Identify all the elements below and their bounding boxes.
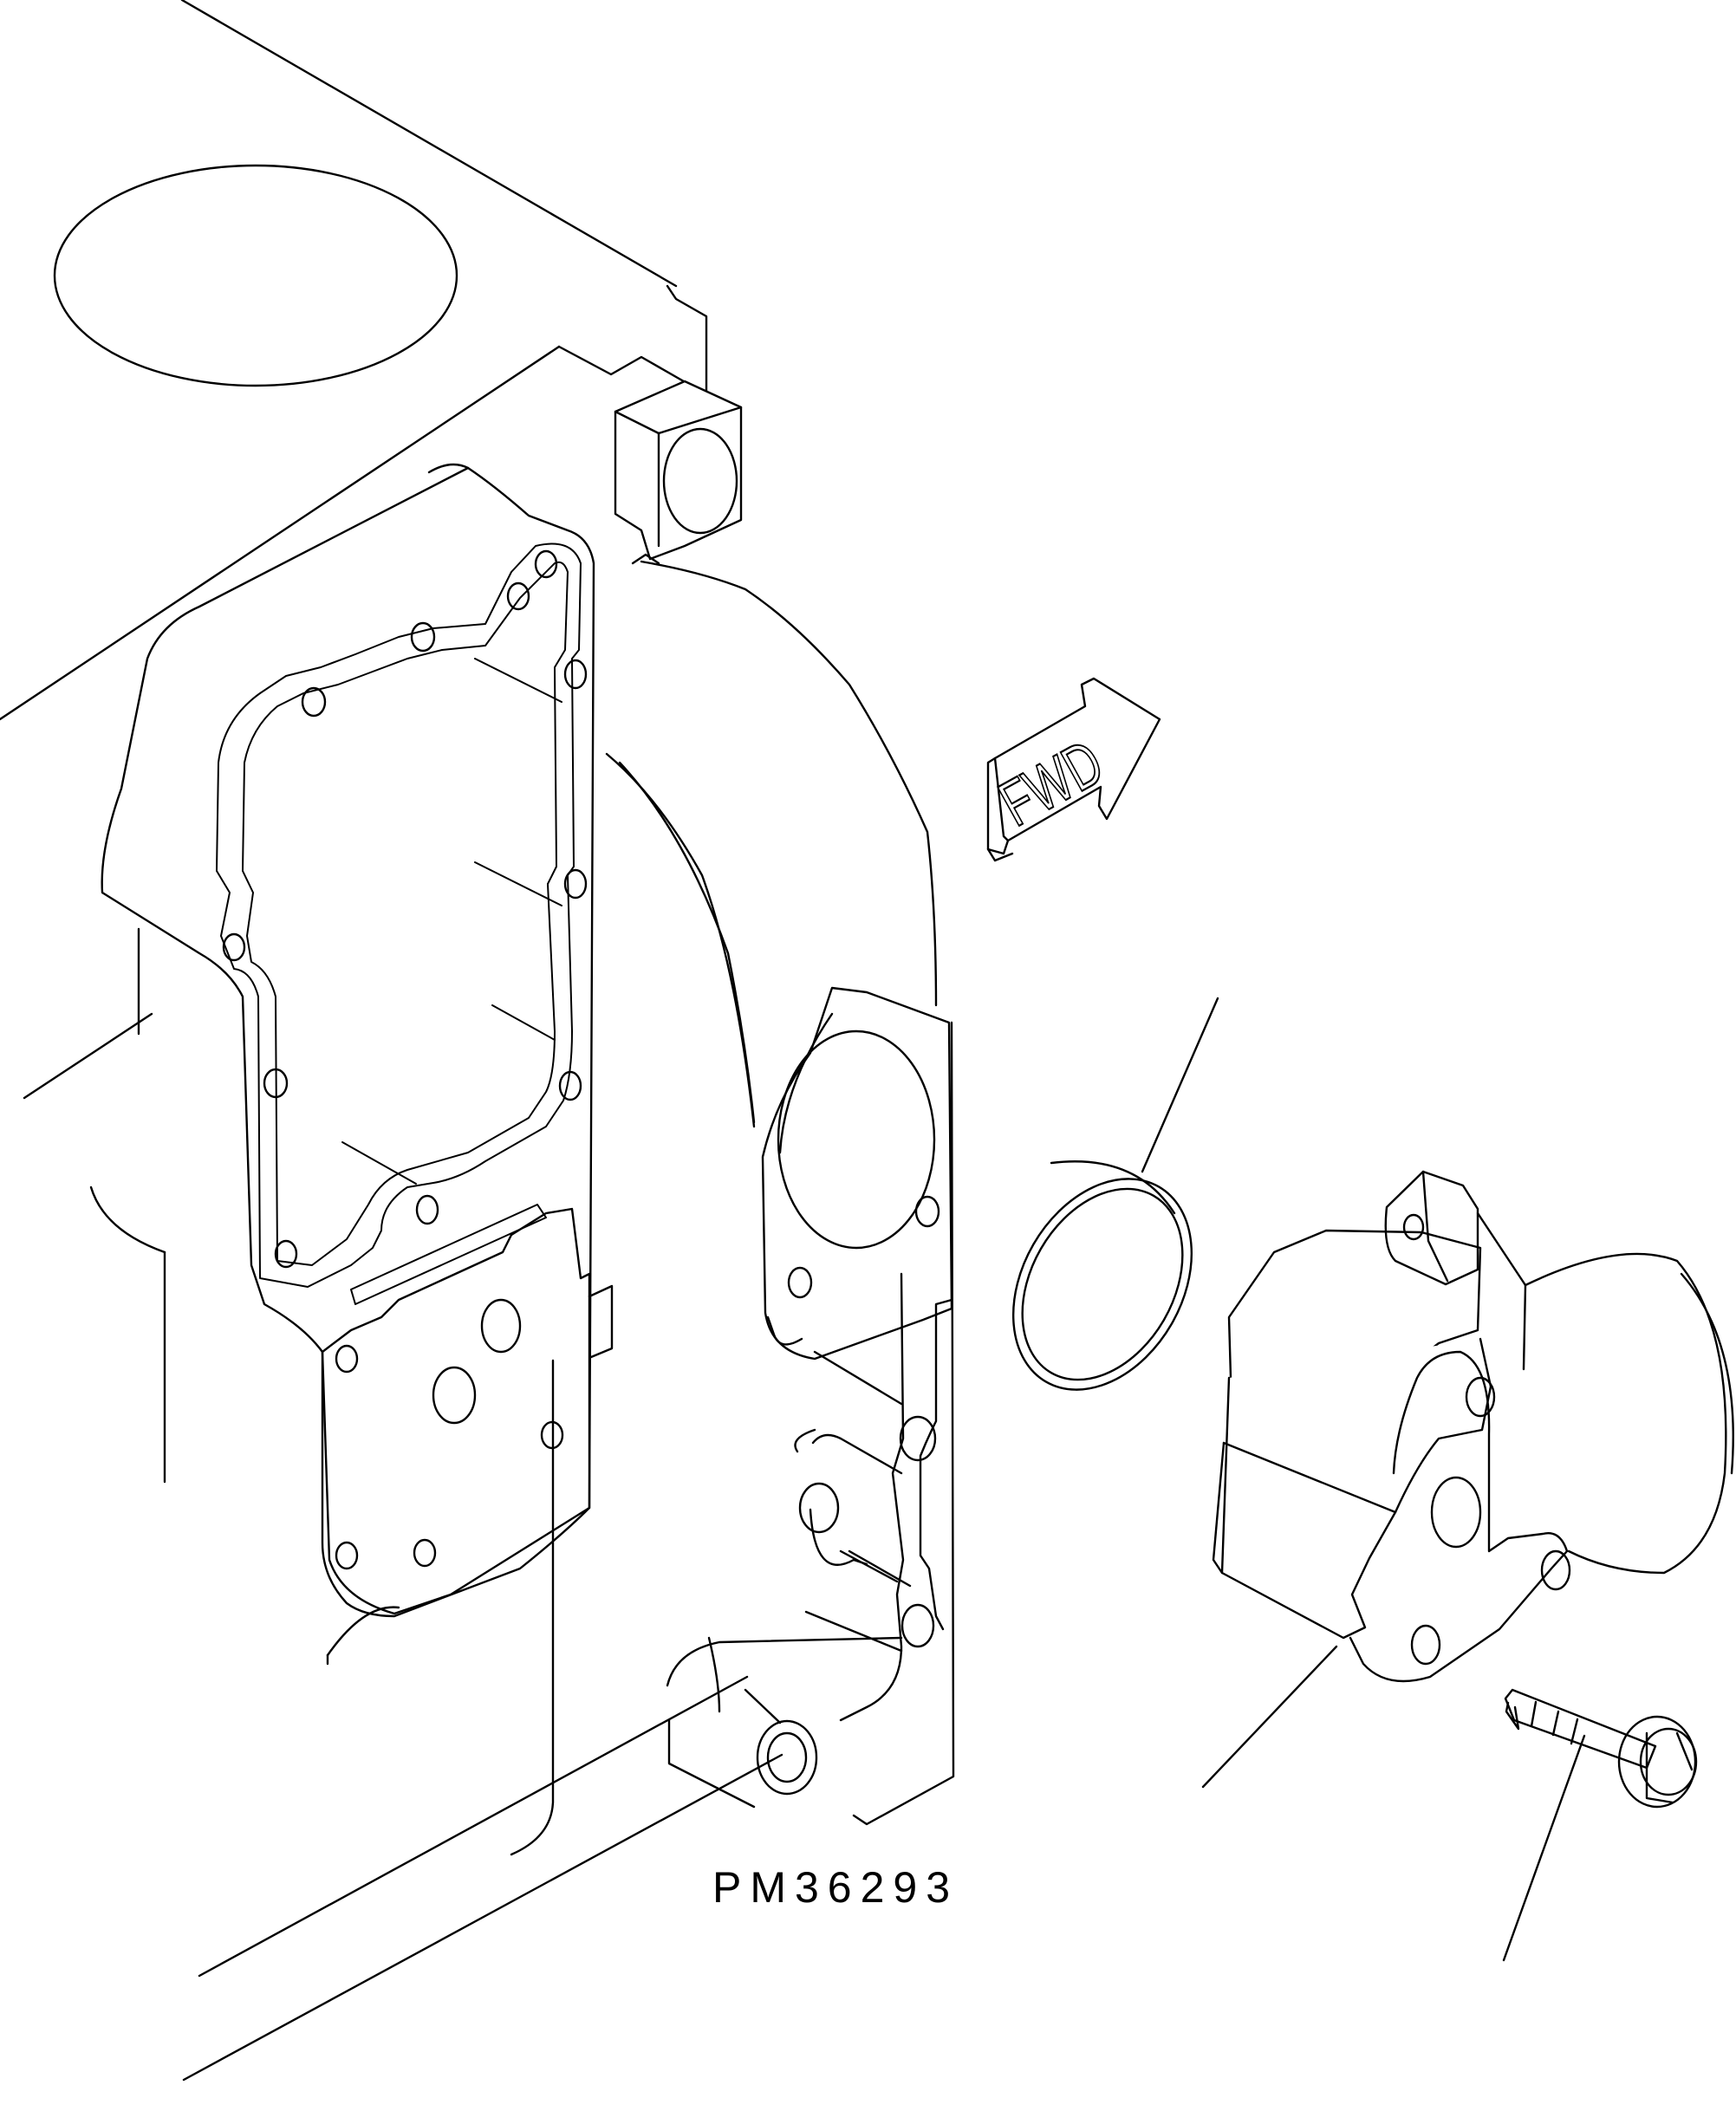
drawing-code-label: PM36293 <box>712 1863 959 1912</box>
water-outlet-housing <box>1201 1170 1734 1789</box>
water-passage-housing <box>605 560 955 1826</box>
oil-cooler-cover <box>101 463 595 1618</box>
plug-boss <box>614 380 743 565</box>
flange-bolt <box>1502 1688 1698 1962</box>
cylinder-block <box>0 0 783 2082</box>
o-ring-seal <box>1011 997 1219 1391</box>
forward-direction-arrow: FWD <box>987 677 1161 862</box>
lower-flange-plate <box>321 1207 614 1615</box>
cylinder-bore-opening <box>53 164 458 387</box>
